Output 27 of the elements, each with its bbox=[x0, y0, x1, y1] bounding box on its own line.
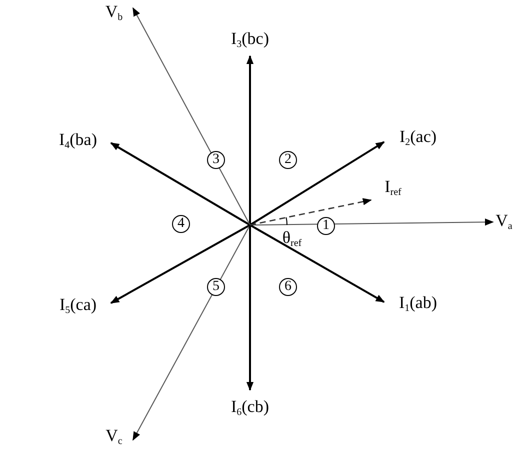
vector-label: I$_{6}$(cb) bbox=[230, 398, 270, 418]
vector-label: I$_{2}$(ac) bbox=[399, 128, 437, 148]
vector-arrow bbox=[132, 224, 250, 441]
vector-label: I$_{3}$(bc) bbox=[230, 30, 270, 50]
sector-number: 5 bbox=[207, 278, 225, 296]
angle-label: θ$_{ref}$ bbox=[282, 229, 302, 249]
vector-arrow bbox=[132, 7, 250, 226]
vector-label: V$_{b}$ bbox=[105, 3, 123, 23]
sector-number: 6 bbox=[279, 278, 297, 296]
sector-number: 4 bbox=[172, 215, 190, 233]
vector-arrow bbox=[250, 224, 385, 303]
vector-arrow bbox=[250, 218, 494, 226]
vector-arrow bbox=[110, 224, 250, 304]
vector-arrow bbox=[110, 142, 250, 226]
vector-label: V$_{a}$ bbox=[496, 212, 512, 232]
sector-number: 1 bbox=[317, 217, 335, 235]
vector-arrow bbox=[246, 225, 254, 391]
sector-number: 2 bbox=[279, 151, 297, 169]
vector-label: I$_{1}$(ab) bbox=[398, 294, 438, 314]
vector-arrow bbox=[246, 55, 254, 225]
vector-arrow bbox=[250, 198, 372, 226]
vector-label: I$_{5}$(ca) bbox=[59, 296, 97, 316]
vector-arrow bbox=[249, 141, 385, 226]
vector-label: I$_{4}$(ba) bbox=[58, 131, 98, 151]
sector-number: 3 bbox=[207, 151, 225, 169]
vector-label: V$_{c}$ bbox=[106, 427, 122, 447]
vector-label: I$_{ref}$ bbox=[384, 178, 402, 198]
